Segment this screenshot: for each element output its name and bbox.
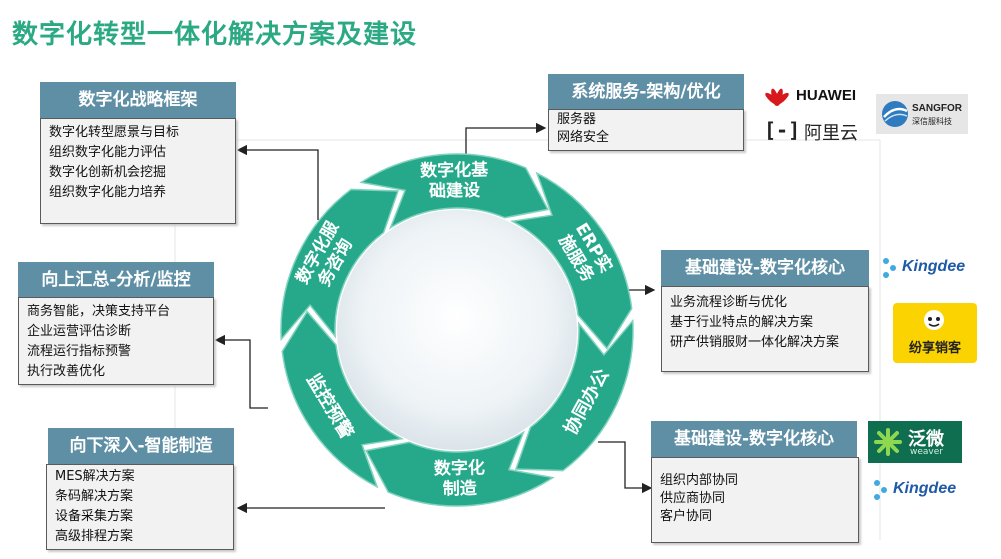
list-item: 供应商协同	[660, 491, 726, 506]
list-item: 高级排程方案	[55, 529, 134, 544]
list-item: 网络安全	[557, 130, 610, 145]
segment-consulting-arrow	[280, 188, 400, 342]
segment-manufacturing-label: 数字化制造	[434, 457, 486, 499]
strategy-box-body: 数字化转型愿景与目标 组织数字化能力评估 数字化创新机会挖掘 组织数字化能力培养	[40, 118, 236, 224]
segment-manufacturing-arrow	[364, 430, 555, 507]
strategy-box-title: 数字化战略框架	[40, 82, 236, 118]
page-title: 数字化转型一体化解决方案及建设	[12, 20, 418, 50]
kingdee-logo-bottom: Kingdee	[871, 478, 981, 504]
downward-box-body: MES解决方案 条码解决方案 设备采集方案 高级排程方案	[46, 464, 234, 550]
list-item: MES解决方案	[55, 469, 135, 484]
list-item: 组织数字化能力评估	[49, 145, 167, 160]
list-item: 基于行业特点的解决方案	[670, 315, 814, 330]
fanwei-subtitle: weaver	[910, 447, 943, 457]
system-box-title: 系统服务-架构/优化	[548, 74, 744, 110]
list-item: 组织内部协同	[660, 473, 739, 488]
collab-box-title: 基础建设-数字化核心	[651, 421, 857, 457]
downward-box-title: 向下深入-智能制造	[48, 428, 234, 464]
fenxiang-mascot-icon	[924, 310, 944, 330]
list-item: 数字化创新机会挖掘	[49, 165, 167, 180]
fanwei-wordmark: 泛微	[908, 429, 944, 450]
list-item: 执行改善优化	[27, 364, 106, 379]
aliyun-bracket-icon: [-]	[764, 118, 801, 142]
system-box-body: 服务器 网络安全	[548, 109, 744, 151]
sangfor-globe-icon	[882, 101, 908, 127]
sangfor-wordmark: SANGFOR	[912, 103, 962, 114]
sangfor-logo: SANGFOR 深信服科技	[876, 94, 968, 134]
list-item: 企业运营评估诊断	[27, 324, 132, 339]
list-item: 组织数字化能力培养	[49, 185, 167, 200]
fanwei-star-icon	[874, 428, 902, 456]
erp-box-body: 业务流程诊断与优化 基于行业特点的解决方案 研产供销服财一体化解决方案	[661, 286, 869, 372]
list-item: 流程运行指标预警	[27, 344, 132, 359]
fenxiang-wordmark: 纷享销客	[908, 341, 961, 356]
segment-infrastructure-arrow	[359, 153, 550, 230]
kingdee-dots-icon	[874, 480, 887, 500]
list-item: 商务智能，决策支持平台	[27, 304, 171, 319]
sangfor-subtitle: 深信服科技	[912, 117, 952, 126]
list-item: 设备采集方案	[55, 509, 134, 524]
kingdee-wordmark: Kingdee	[902, 258, 966, 275]
aliyun-wordmark: 阿里云	[804, 123, 858, 144]
huawei-petals-icon	[765, 88, 789, 106]
list-item: 数字化转型愿景与目标	[49, 125, 180, 140]
segment-erp-arrow	[509, 171, 633, 350]
fanwei-logo: 泛微 weaver	[868, 421, 962, 463]
huawei-logo: HUAWEI	[760, 82, 862, 108]
upward-box-title: 向上汇总-分析/监控	[18, 262, 214, 298]
kingdee-dots-icon	[883, 258, 896, 278]
upward-box-body: 商务智能，决策支持平台 企业运营评估诊断 流程运行指标预警 执行改善优化	[18, 297, 214, 385]
fenxiang-logo: 纷享销客	[893, 303, 977, 363]
list-item: 条码解决方案	[55, 489, 134, 504]
segment-collaboration-arrow	[514, 318, 634, 472]
list-item: 服务器	[557, 112, 597, 127]
list-item: 客户协同	[660, 509, 713, 524]
collab-box-body: 组织内部协同 供应商协同 客户协同	[651, 457, 859, 543]
list-item: 研产供销服财一体化解决方案	[670, 335, 840, 350]
list-item: 业务流程诊断与优化	[670, 295, 788, 310]
kingdee-wordmark: Kingdee	[893, 480, 957, 497]
aliyun-logo: [-] 阿里云	[762, 116, 862, 144]
segment-infrastructure-label: 数字化基础建设	[420, 159, 490, 202]
kingdee-logo-top: Kingdee	[880, 256, 990, 282]
huawei-wordmark: HUAWEI	[796, 87, 856, 104]
segment-monitoring-arrow	[281, 310, 405, 489]
cycle-center	[337, 210, 577, 450]
erp-box-title: 基础建设-数字化核心	[661, 250, 869, 286]
